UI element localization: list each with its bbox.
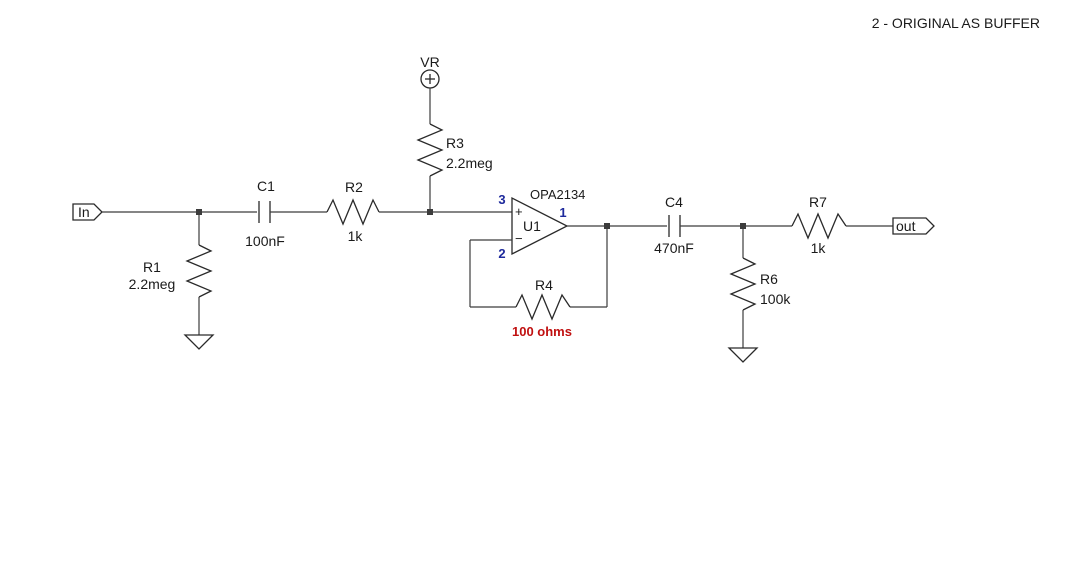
resistor-r4 (515, 293, 571, 321)
input-port-label: In (78, 204, 90, 220)
resistor-r2 (326, 198, 380, 226)
c1-ref: C1 (257, 178, 275, 194)
resistor-r7 (791, 212, 847, 240)
c4-ref: C4 (665, 194, 683, 210)
c4-value: 470nF (654, 240, 694, 256)
capacitor-c4 (668, 215, 681, 237)
output-port: out (892, 217, 935, 235)
opamp-pin-3: 3 (498, 192, 505, 207)
capacitor-c1 (258, 201, 271, 223)
opamp-minus-sign: − (515, 231, 523, 246)
opamp-pin-1: 1 (559, 205, 566, 220)
input-port: In (72, 203, 103, 221)
resistor-r3 (416, 123, 444, 212)
supply-vr-label: VR (420, 54, 439, 70)
r1-ref: R1 (143, 259, 161, 275)
r4-value: 100 ohms (512, 324, 572, 339)
c1-value: 100nF (245, 233, 285, 249)
r3-ref: R3 (446, 135, 464, 151)
opamp-plus-sign: + (515, 204, 523, 219)
opamp-ref: U1 (523, 218, 541, 234)
ground-symbol-1 (183, 334, 215, 350)
r2-value: 1k (348, 228, 364, 244)
feedback-loop (469, 226, 608, 308)
r4-ref: R4 (535, 277, 553, 293)
resistor-r1 (185, 212, 213, 335)
r3-value: 2.2meg (446, 155, 493, 171)
r7-ref: R7 (809, 194, 827, 210)
ground-symbol-2 (727, 347, 759, 363)
r7-value: 1k (811, 240, 827, 256)
supply-vr (420, 69, 440, 124)
resistor-r6 (729, 226, 757, 348)
r6-value: 100k (760, 291, 791, 307)
r2-ref: R2 (345, 179, 363, 195)
output-port-label: out (896, 218, 916, 234)
opamp-u1 (511, 196, 569, 256)
r1-value: 2.2meg (129, 276, 176, 292)
schematic-title: 2 - ORIGINAL AS BUFFER (872, 15, 1040, 31)
opamp-part: OPA2134 (530, 187, 585, 202)
r6-ref: R6 (760, 271, 778, 287)
opamp-pin-2: 2 (498, 246, 505, 261)
